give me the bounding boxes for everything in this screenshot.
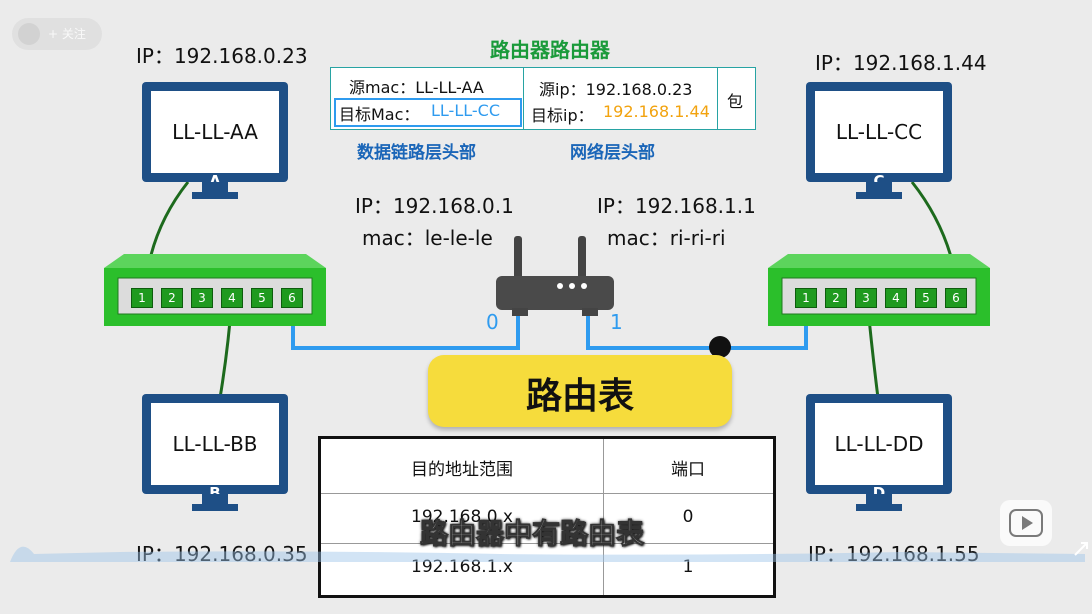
- divider: [321, 543, 773, 544]
- host-b-ip: IP：192.168.0.35: [136, 542, 308, 566]
- switch-left: 1 2 3 4 5 6: [104, 254, 326, 326]
- host-d-monitor: LL-LL-DD D: [806, 394, 952, 511]
- switch-port: 4: [221, 288, 243, 308]
- switch-port: 1: [131, 288, 153, 308]
- host-a-letter: A: [209, 172, 221, 190]
- dst-mac-value: LL-LL-CC: [431, 101, 500, 120]
- switch-port: 3: [855, 288, 877, 308]
- router-port1-mac: mac：ri-ri-ri: [607, 226, 726, 250]
- router-icon: [496, 236, 614, 316]
- switch-right: 1 2 3 4 5 6: [768, 254, 990, 326]
- switch-port: 5: [915, 288, 937, 308]
- dst-mac-box: [334, 98, 522, 127]
- switch-port: 3: [191, 288, 213, 308]
- divider: [523, 68, 524, 129]
- host-c-mac: LL-LL-CC: [815, 91, 943, 173]
- divider: [603, 439, 604, 595]
- monitor-stand: [202, 182, 228, 194]
- switch-port: 1: [795, 288, 817, 308]
- network-caption: 网络层头部: [570, 143, 655, 163]
- host-d-ip: IP：192.168.1.55: [808, 542, 980, 566]
- host-b-letter: B: [209, 484, 221, 502]
- monitor-stand: [202, 494, 228, 506]
- switch-port: 2: [161, 288, 183, 308]
- router-port1-ip: IP：192.168.1.1: [597, 194, 756, 218]
- link-cursor-dot: [709, 336, 731, 358]
- table-cell-destination: 192.168.0.x: [411, 507, 513, 527]
- host-b-monitor: LL-LL-BB B: [142, 394, 288, 511]
- host-a-monitor: LL-LL-AA A: [142, 82, 288, 199]
- monitor-base: [192, 192, 238, 199]
- play-icon: [1009, 509, 1043, 537]
- share-icon[interactable]: [1072, 540, 1090, 558]
- host-c-monitor: LL-LL-CC C: [806, 82, 952, 199]
- table-cell-port: 0: [682, 507, 694, 527]
- dst-ip-value: 192.168.1.44: [603, 102, 710, 121]
- router-port0-mac: mac：le-le-le: [362, 226, 493, 250]
- audio-waveform: [10, 546, 1085, 562]
- avatar-icon: [18, 23, 40, 45]
- router-port1-label: 1: [610, 310, 623, 334]
- table-header-destination: 目的地址范围: [411, 460, 513, 480]
- packet-label: 包: [727, 92, 744, 111]
- monitor-base: [856, 192, 902, 199]
- router-port0-ip: IP：192.168.0.1: [355, 194, 514, 218]
- host-c-ip: IP：192.168.1.44: [815, 51, 987, 75]
- link-left-router: [291, 305, 520, 350]
- play-button[interactable]: [1000, 500, 1052, 546]
- monitor-base: [192, 504, 238, 511]
- follow-label: + 关注: [48, 27, 86, 41]
- link-right-router: [586, 305, 808, 350]
- routing-table-title-box: 路由表: [428, 355, 732, 427]
- divider: [321, 493, 773, 494]
- src-ip: 源ip：192.168.0.23: [539, 80, 693, 99]
- routing-table: 目的地址范围 端口 192.168.0.x 0 192.168.1.x 1: [318, 436, 776, 598]
- host-d-mac: LL-LL-DD: [815, 403, 943, 485]
- switch-port: 6: [281, 288, 303, 308]
- table-header-port: 端口: [671, 460, 705, 480]
- monitor-stand: [866, 182, 892, 194]
- switch-port: 6: [945, 288, 967, 308]
- host-b-mac: LL-LL-BB: [151, 403, 279, 485]
- monitor-base: [856, 504, 902, 511]
- dst-ip-label: 目标ip：: [531, 106, 594, 125]
- switch-port: 5: [251, 288, 273, 308]
- host-a-ip: IP：192.168.0.23: [136, 44, 308, 68]
- table-cell-port: 1: [682, 557, 694, 577]
- follow-button[interactable]: + 关注: [12, 18, 102, 50]
- packet-header: 源mac：LL-LL-AA 目标Mac： LL-LL-CC 源ip：192.16…: [330, 67, 756, 130]
- dst-mac-label: 目标Mac：: [339, 105, 420, 124]
- datalink-caption: 数据链路层头部: [357, 143, 476, 163]
- table-cell-destination: 192.168.1.x: [411, 557, 513, 577]
- page-title: 路由器路由器: [490, 38, 610, 62]
- monitor-stand: [866, 494, 892, 506]
- host-c-letter: C: [873, 172, 885, 190]
- router-port0-label: 0: [486, 310, 499, 334]
- subtitle: 路由器中有路由表: [419, 517, 645, 551]
- routing-table-title: 路由表: [525, 376, 634, 417]
- switch-port: 4: [885, 288, 907, 308]
- divider: [717, 68, 718, 129]
- host-a-mac: LL-LL-AA: [151, 91, 279, 173]
- switch-port: 2: [825, 288, 847, 308]
- src-mac: 源mac：LL-LL-AA: [349, 78, 484, 97]
